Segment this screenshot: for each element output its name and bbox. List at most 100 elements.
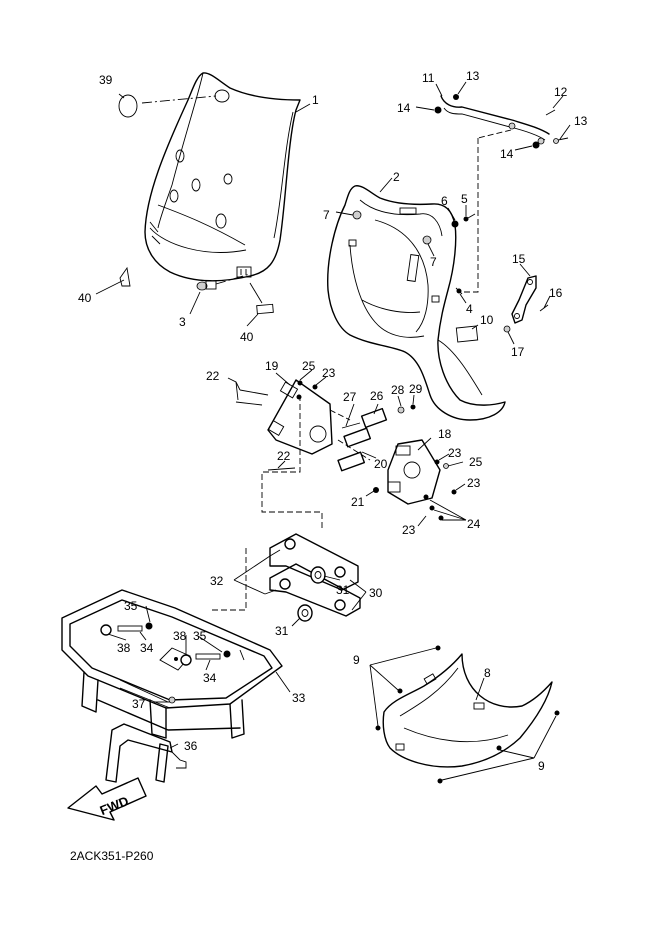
callout-13: 13 — [574, 114, 588, 128]
carrier-part-33 — [61, 589, 283, 739]
callout-17: 17 — [511, 345, 525, 359]
callout-15: 15 — [512, 252, 526, 266]
callout-35: 35 — [193, 629, 207, 643]
callout-34: 34 — [140, 641, 154, 655]
callout-7: 7 — [323, 208, 330, 222]
callout-9: 9 — [538, 759, 545, 773]
callout-40: 40 — [78, 291, 92, 305]
callout-16: 16 — [549, 286, 563, 300]
rubber-part-31-a — [310, 566, 326, 584]
callout-22: 22 — [206, 369, 220, 383]
screw-part-5 — [463, 213, 476, 222]
bracket-part-15 — [511, 275, 537, 324]
collar-part-38-b — [180, 654, 192, 666]
screw-part-7-b — [422, 235, 432, 245]
leader-lines — [95, 81, 571, 781]
callout-39: 39 — [99, 73, 113, 87]
callout-7: 7 — [430, 255, 437, 269]
nut-part-29 — [410, 404, 416, 410]
callout-30: 30 — [369, 586, 383, 600]
callout-10: 10 — [480, 313, 494, 327]
callout-14: 14 — [397, 101, 411, 115]
callout-12: 12 — [554, 85, 568, 99]
screw-part-7-a — [352, 210, 362, 220]
callout-34: 34 — [203, 671, 217, 685]
nuts-part-24 — [423, 494, 444, 521]
callout-23: 23 — [448, 446, 462, 460]
callout-27: 27 — [343, 390, 357, 404]
callout-8: 8 — [484, 666, 491, 680]
callout-38: 38 — [173, 629, 187, 643]
callout-25: 25 — [302, 359, 316, 373]
callout-38: 38 — [117, 641, 131, 655]
label-part-40-a — [119, 266, 131, 287]
callout-28: 28 — [391, 383, 405, 397]
callout-31: 31 — [336, 583, 350, 597]
callout-6: 6 — [441, 194, 448, 208]
callout-23: 23 — [467, 476, 481, 490]
callout-19: 19 — [265, 359, 279, 373]
washer-part-25-b — [443, 463, 449, 469]
diagram-code: 2ACK351-P260 — [70, 849, 154, 863]
callout-9: 9 — [353, 653, 360, 667]
callout-20: 20 — [374, 457, 388, 471]
rubber-part-31-b — [297, 604, 313, 622]
callout-33: 33 — [292, 691, 306, 705]
callout-32: 32 — [210, 574, 224, 588]
callout-31: 31 — [275, 624, 289, 638]
leg-shield-part-2 — [327, 185, 506, 421]
callout-11: 11 — [422, 71, 435, 85]
callout-13: 13 — [466, 69, 480, 83]
fwd-label: FWD — [98, 793, 131, 818]
screw-part-3 — [196, 266, 252, 291]
callout-22: 22 — [277, 449, 291, 463]
washer-part-35-a — [145, 622, 153, 630]
stay-part-11 — [440, 95, 550, 145]
callout-29: 29 — [409, 382, 423, 396]
fwd-arrow-icon: FWD — [67, 777, 147, 821]
nut-part-23-a — [312, 384, 318, 390]
callout-40: 40 — [240, 330, 254, 344]
bolt-part-6 — [451, 220, 459, 228]
front-cover-part-1 — [144, 72, 301, 282]
callout-2: 2 — [393, 170, 400, 184]
nut-part-23-b — [434, 459, 440, 465]
callout-23: 23 — [402, 523, 416, 537]
bracket-part-19 — [267, 379, 333, 455]
bolt-part-34-b — [195, 653, 221, 660]
collar-part-26 — [360, 407, 388, 429]
nut-part-4 — [455, 287, 463, 295]
callout-18: 18 — [438, 427, 452, 441]
washer-part-35-b — [223, 650, 231, 658]
bolt-part-22-a — [235, 389, 269, 406]
callout-23: 23 — [322, 366, 336, 380]
label-part-10 — [455, 325, 479, 343]
screws-part-9 — [375, 645, 560, 784]
callout-labels: 1 39 40 3 40 2 7 7 6 5 4 10 11 13 14 12 … — [78, 69, 588, 773]
callout-25: 25 — [469, 455, 483, 469]
callout-35: 35 — [124, 599, 138, 613]
callout-21: 21 — [351, 495, 365, 509]
nut-part-14-b — [532, 141, 540, 149]
nut-part-21 — [373, 487, 379, 493]
lower-cover-part-8 — [382, 653, 553, 768]
nut-part-14-a — [434, 106, 442, 114]
nut-part-13-a — [453, 94, 459, 100]
callout-3: 3 — [179, 315, 186, 329]
callout-24: 24 — [467, 517, 481, 531]
emblem-part-39 — [118, 94, 138, 118]
label-part-40-b — [256, 303, 274, 315]
bolt-part-12 — [545, 109, 556, 116]
collar-part-20 — [337, 427, 372, 472]
callout-26: 26 — [370, 389, 384, 403]
nut-part-17 — [503, 325, 511, 333]
collar-part-38-a — [100, 624, 112, 636]
handle-part-36 — [105, 723, 187, 783]
callout-36: 36 — [184, 739, 198, 753]
callout-37: 37 — [132, 697, 146, 711]
nut-part-25-a — [297, 380, 303, 386]
washer-part-28 — [397, 406, 405, 414]
washer-part-13-b — [553, 138, 559, 144]
bolt-part-27 — [341, 422, 361, 429]
